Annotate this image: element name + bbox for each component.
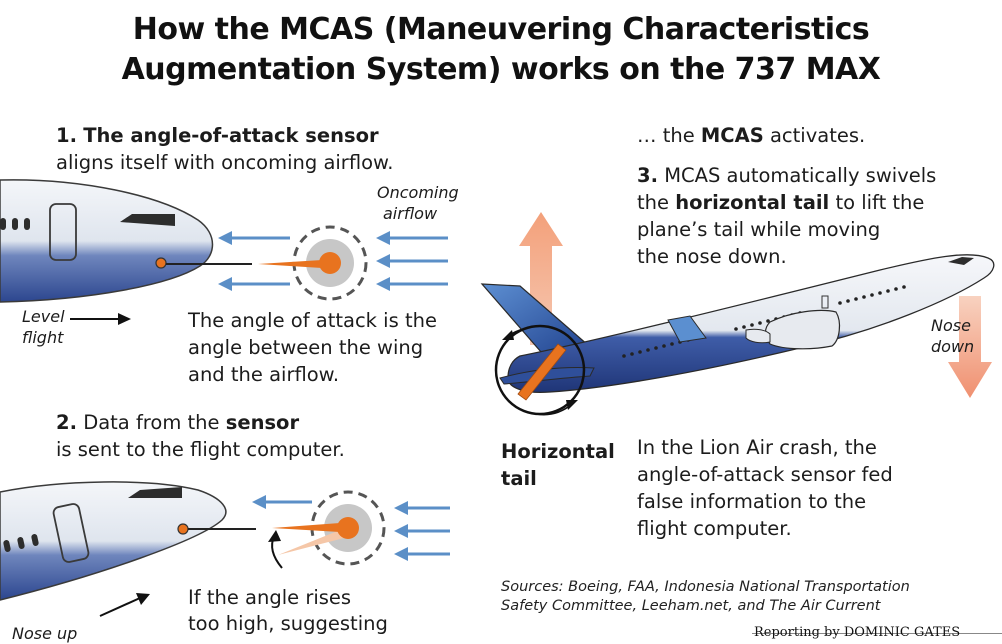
nose-down-line-2: down [931, 337, 975, 356]
step-2-pre: Data from the [83, 411, 220, 434]
step-1-heading-text: The angle-of-attack sensor [83, 124, 379, 147]
aoa-definition-line-3: and the airflow. [188, 363, 340, 386]
horizontal-tail-line-2: tail [501, 467, 537, 490]
step-2-heading: 2. Data from the sensor [56, 409, 456, 436]
horizontal-tail-line-1: Horizontal [501, 440, 615, 463]
step-3-line-3: plane’s tail while moving [637, 218, 881, 241]
plane-nose-level [0, 179, 252, 303]
step-1-line-2: aligns itself with oncoming airflow. [56, 151, 394, 174]
angle-rises-line-2: too high, suggesting [188, 612, 388, 635]
step-3-line-2-post: to lift the [835, 191, 925, 214]
lion-air-line-2: angle-of-attack sensor fed [637, 463, 893, 486]
plane-737-max [480, 254, 995, 394]
aoa-sensor-dial-2 [268, 490, 386, 569]
step-3-line-1-text: MCAS automatically swivels [664, 164, 937, 187]
oncoming-airflow-line-1: Oncoming [377, 183, 459, 202]
nose-down-line-1: Nose [931, 316, 971, 335]
step-3-line-2: the horizontal tail to lift the [637, 189, 987, 216]
step-1-heading: 1. The angle-of-attack sensor [56, 122, 476, 149]
aoa-sensor-dial-1 [258, 225, 368, 301]
sources-line-2: Safety Committee, Leeham.net, and The Ai… [501, 598, 881, 614]
aoa-definition-line-1: The angle of attack is the [188, 309, 437, 332]
nose-down-arrow [948, 296, 992, 398]
oncoming-airflow-line-2: airflow [383, 204, 438, 223]
step-2-bold: sensor [225, 411, 300, 434]
horizontal-tail-rotation [494, 324, 586, 416]
step-3-number: 3. [637, 164, 658, 187]
sources-line-1: Sources: Boeing, FAA, Indonesia National… [501, 579, 910, 595]
title-line-2: Augmentation System) works on the 737 MA… [121, 52, 881, 87]
angle-rises-line-1: If the angle rises [188, 586, 352, 609]
step-3-line-2-pre: the [637, 191, 670, 214]
step-1-number: 1. [56, 124, 77, 147]
lion-air-line-1: In the Lion Air crash, the [637, 436, 877, 459]
lion-air-line-4: flight computer. [637, 517, 792, 540]
step-2-number: 2. [56, 411, 77, 434]
mcas-activates-pre: … the [637, 124, 695, 147]
step-3-line-4: the nose down. [637, 245, 787, 268]
mcas-activates-post: activates. [769, 124, 866, 147]
nose-up-label: Nose up [12, 624, 78, 643]
nose-up-arrow [99, 593, 150, 617]
level-flight-line-2: flight [22, 328, 64, 347]
mcas-activates-bold: MCAS [700, 124, 764, 147]
level-flight-line-1: Level [22, 307, 65, 326]
plane-nose-up [0, 481, 256, 601]
mcas-activates: … the MCAS activates. [637, 122, 977, 149]
airflow-arrows-2 [252, 495, 450, 561]
title-line-1: How the MCAS (Maneuvering Characteristic… [132, 12, 870, 47]
step-2-line-2: is sent to the flight computer. [56, 438, 345, 461]
airflow-arrows-1 [218, 231, 448, 291]
credit: Reporting by DOMINIC GATES [754, 625, 961, 640]
aoa-definition-line-2: angle between the wing [188, 336, 424, 359]
level-flight-arrow [70, 313, 131, 325]
lion-air-line-3: false information to the [637, 490, 867, 513]
step-3-line-1: 3. MCAS automatically swivels [637, 162, 987, 189]
step-3-line-2-bold: horizontal tail [675, 191, 830, 214]
